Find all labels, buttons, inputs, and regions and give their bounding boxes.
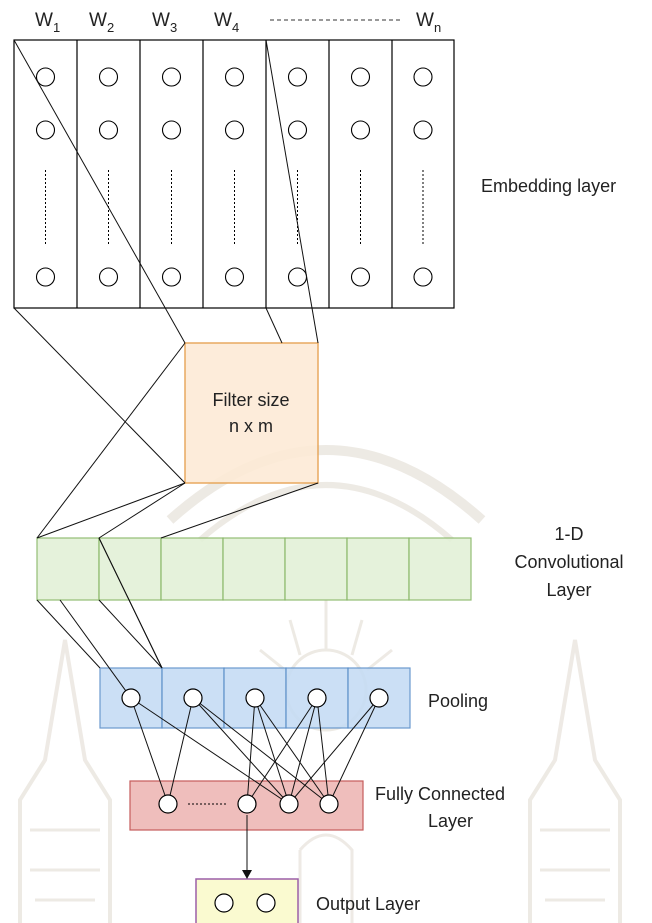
filter-conv-line [160, 482, 319, 539]
embed-filter-line [13, 39, 186, 344]
embedding-matrix [13, 39, 455, 309]
embedding-neuron [413, 67, 433, 87]
embedding-neuron [224, 67, 245, 87]
conv-pool-line [98, 599, 163, 669]
filter-box [184, 342, 319, 484]
convolutional-layer [36, 537, 472, 601]
pool-fc-line [254, 697, 290, 805]
conv-cell [346, 537, 410, 601]
filter-label-line2: n x m [229, 416, 273, 436]
pool-neuron [245, 688, 265, 708]
embedding-layer-label: Embedding layer [481, 176, 616, 196]
embedding-neuron [413, 120, 433, 140]
pool-fc-line [192, 697, 330, 805]
pooling-label: Pooling [428, 691, 488, 711]
pool-cell [161, 667, 225, 729]
pool-fc-line [288, 697, 318, 805]
embed-filter-line [265, 307, 283, 344]
filter-conv-line [36, 482, 186, 539]
word-label-w2: W2 [89, 10, 114, 35]
embed-filter-line [265, 39, 319, 344]
connection-lines [13, 39, 380, 879]
embedding-neuron [98, 120, 119, 140]
embedding-neuron [35, 120, 56, 140]
pool-fc-line [192, 697, 290, 805]
pool-fc-line [288, 697, 380, 805]
arrow-head [242, 870, 252, 879]
embedding-neuron [98, 67, 119, 87]
background-watermark [18, 445, 622, 923]
pool-fc-line [130, 697, 290, 805]
pool-fc-line [254, 697, 330, 805]
embedding-columns [35, 40, 433, 308]
filter-conv-line [98, 482, 186, 539]
pool-fc-line [328, 697, 380, 805]
conv-pool-line [59, 599, 132, 699]
embed-filter-line [13, 307, 186, 484]
conv-label-line3: Layer [546, 580, 591, 600]
pool-neuron [369, 688, 389, 708]
fc-neuron [319, 794, 339, 814]
word-label-w4: W4 [214, 10, 239, 35]
output-label: Output Layer [316, 894, 420, 914]
embedding-neuron [287, 120, 308, 140]
embedding-neuron [224, 267, 245, 287]
pool-fc-line [167, 697, 194, 805]
embedding-neuron [98, 267, 119, 287]
embedding-neuron [287, 67, 308, 87]
embedding-neuron [35, 267, 56, 287]
pool-fc-line [130, 697, 169, 805]
fc-neuron [279, 794, 299, 814]
pool-fc-line [246, 697, 318, 805]
neurons [121, 688, 389, 913]
conv-cell [36, 537, 100, 601]
word-label-wn: Wn [416, 10, 441, 35]
embedding-neuron [287, 267, 308, 287]
embedding-neuron [350, 67, 371, 87]
pool-neuron [307, 688, 327, 708]
word-labels: W1 W2 W3 W4 Wn [35, 10, 441, 35]
output-box [195, 878, 299, 923]
fc-label-line1: Fully Connected [375, 784, 505, 804]
embedding-neuron [161, 67, 182, 87]
conv-pool-line [98, 537, 163, 669]
pool-neuron [183, 688, 203, 708]
conv-cell [160, 537, 224, 601]
pool-fc-line [246, 697, 256, 805]
embedding-neuron [350, 120, 371, 140]
fc-neuron [158, 794, 178, 814]
filter-conv-line [36, 342, 186, 539]
conv-cell [408, 537, 472, 601]
fc-neuron [237, 794, 257, 814]
embedding-neuron [35, 67, 56, 87]
pool-fc-line [316, 697, 330, 805]
pool-neuron [121, 688, 141, 708]
embedding-neuron [224, 120, 245, 140]
conv-cell [98, 537, 162, 601]
conv-pool-line [36, 599, 101, 669]
conv-cell [284, 537, 348, 601]
conv-cell [222, 537, 286, 601]
output-neuron [256, 893, 276, 913]
fc-label-line2: Layer [428, 811, 473, 831]
word-label-w1: W1 [35, 10, 60, 35]
embedding-neuron [350, 267, 371, 287]
embedding-neuron [413, 267, 433, 287]
word-label-w3: W3 [152, 10, 177, 35]
output-neuron [214, 893, 234, 913]
conv-label-line1: 1-D [554, 524, 583, 544]
filter-label-line1: Filter size [212, 390, 289, 410]
embedding-neuron [161, 267, 182, 287]
embedding-neuron [161, 120, 182, 140]
conv-label-line2: Convolutional [514, 552, 623, 572]
